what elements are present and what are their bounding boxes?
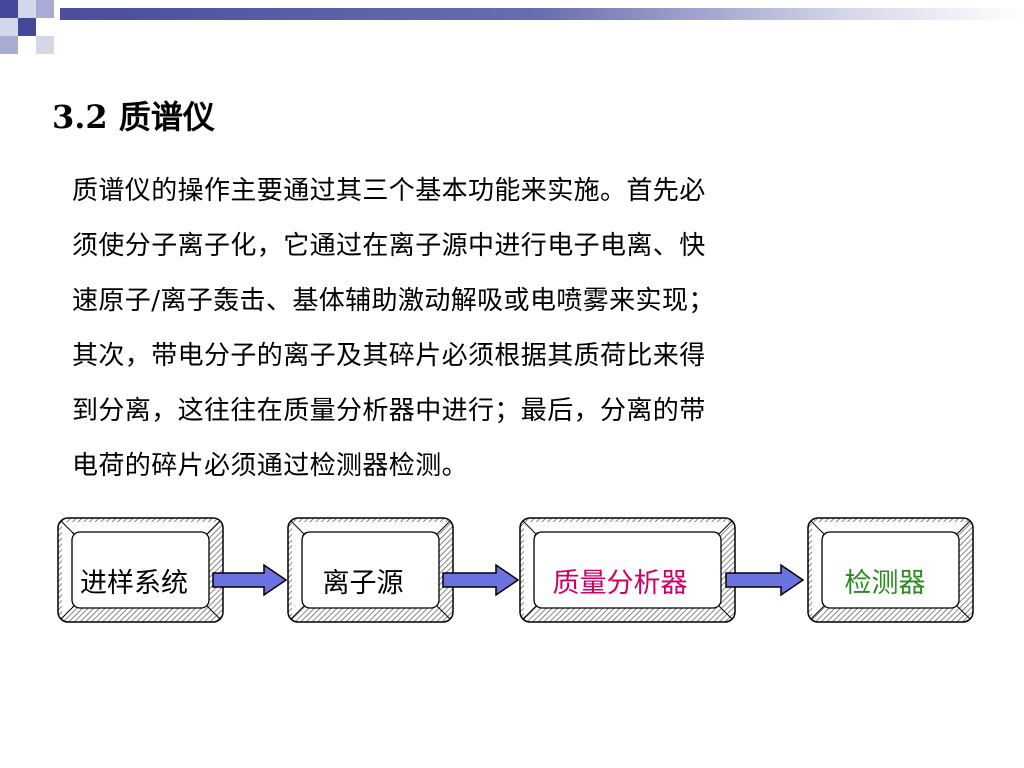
flow-box-0 — [57, 517, 224, 623]
flow-arrow-2 — [725, 563, 805, 597]
header-square — [18, 0, 36, 18]
header-square — [36, 0, 54, 18]
box-label-1: 离子源 — [322, 568, 404, 599]
flow-box-2 — [519, 517, 736, 623]
body-line: 电荷的碎片必须通过检测器检测。 — [72, 451, 469, 481]
header-square — [36, 36, 54, 54]
body-line: 须使分子离子化，它通过在离子源中进行电子电离、快 — [72, 231, 706, 261]
slide-title: 3.2 质谱仪 — [52, 98, 215, 136]
header-gradient-bar — [60, 8, 1024, 20]
slide-body: 质谱仪的操作主要通过其三个基本功能来实施。首先必 须使分子离子化，它通过在离子源… — [72, 164, 902, 494]
header-square — [0, 18, 18, 36]
box-label-2: 质量分析器 — [552, 568, 688, 599]
flow-arrow-1 — [442, 563, 520, 597]
body-line: 到分离，这往往在质量分析器中进行；最后，分离的带 — [72, 396, 706, 426]
header-square — [0, 0, 18, 18]
body-line: 质谱仪的操作主要通过其三个基本功能来实施。首先必 — [72, 176, 706, 206]
box-label-3: 检测器 — [844, 568, 926, 599]
flow-box-1 — [287, 517, 454, 623]
header-square — [18, 18, 36, 36]
body-line: 速原子/离子轰击、基体辅助激动解吸或电喷雾来实现； — [72, 286, 715, 316]
body-line: 其次，带电分子的离子及其碎片必须根据其质荷比来得 — [72, 341, 706, 371]
header-square — [0, 36, 18, 54]
box-label-0: 进样系统 — [80, 568, 188, 599]
flow-arrow-0 — [212, 563, 288, 597]
flow-box-3 — [807, 517, 974, 623]
